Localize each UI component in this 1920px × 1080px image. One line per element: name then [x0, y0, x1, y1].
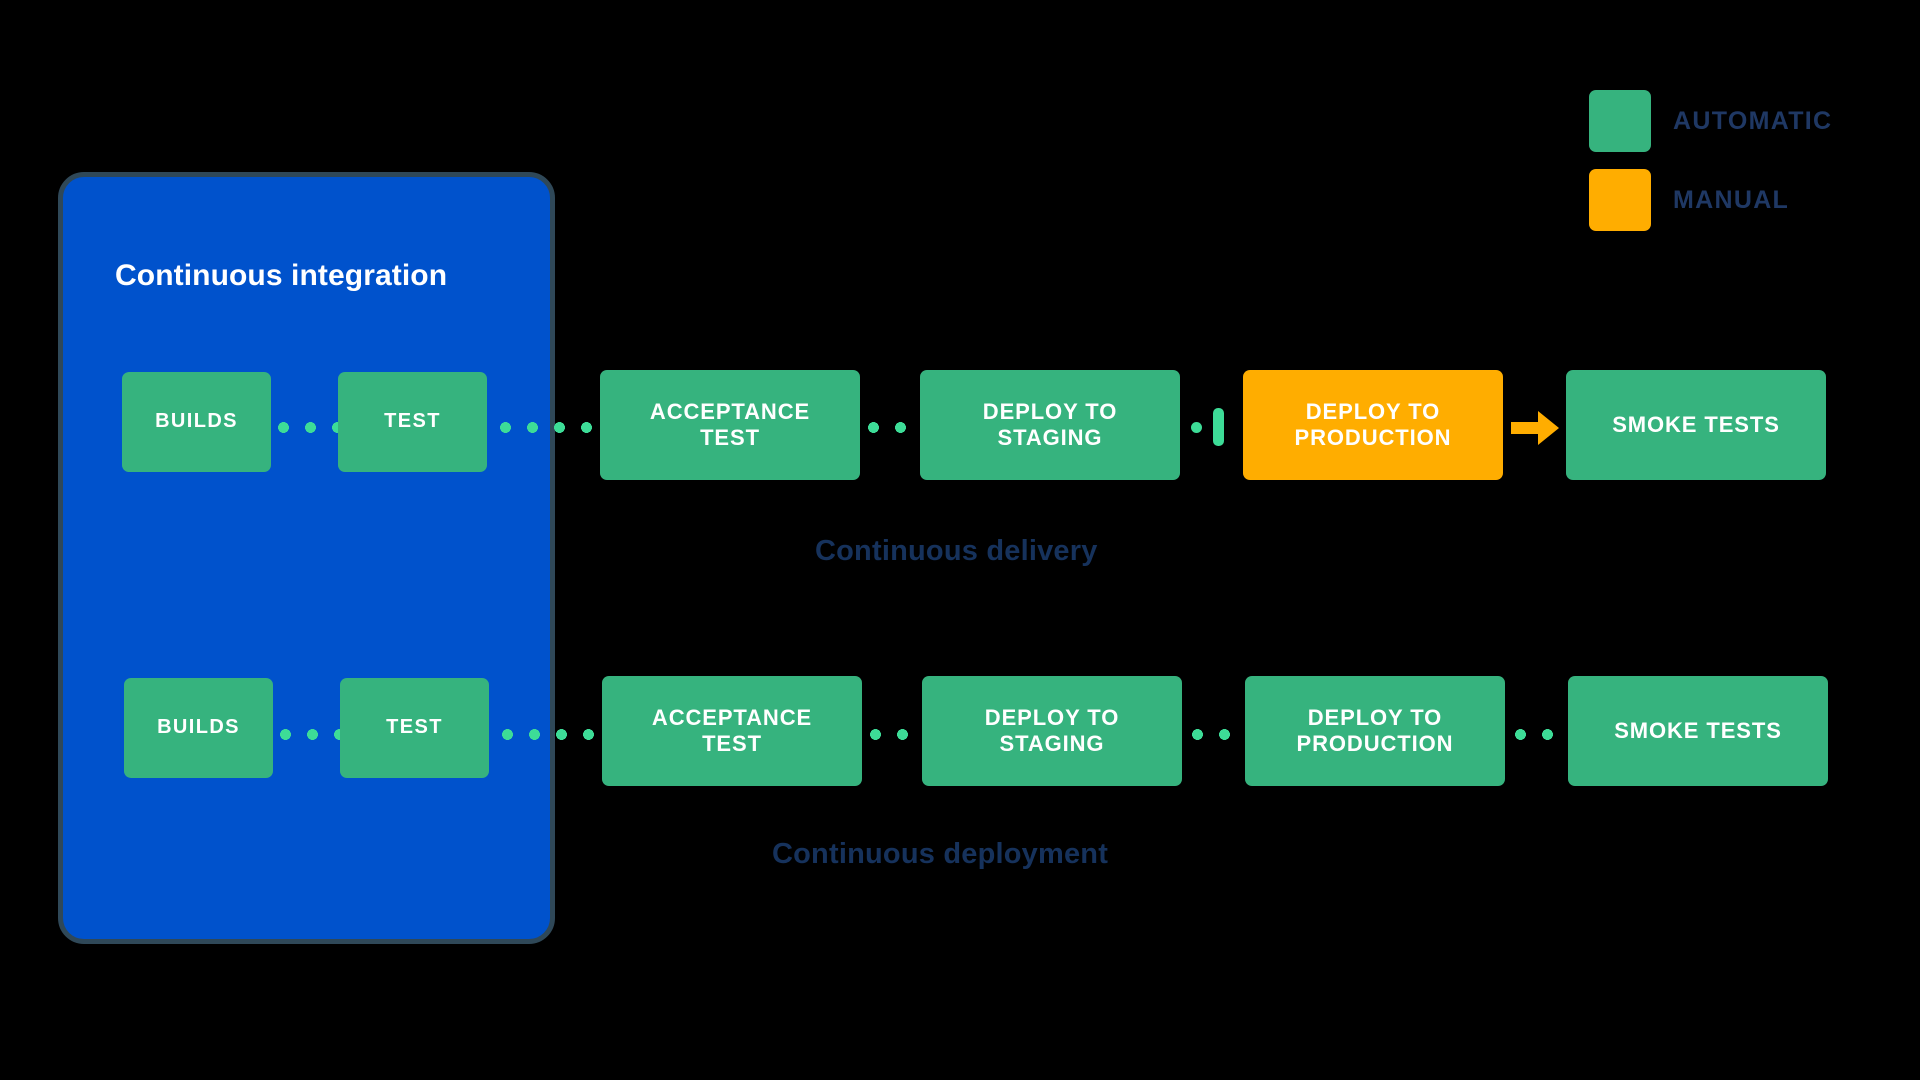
connector-staging-to-production-bar — [1213, 408, 1224, 446]
green-square-icon — [1589, 90, 1651, 152]
stage-deploy-to-staging-deployment[interactable]: DEPLOY TO STAGING — [922, 676, 1182, 786]
stage-label-line2: PRODUCTION — [1296, 731, 1454, 756]
stage-label: ACCEPTANCE TEST — [652, 705, 812, 757]
legend-item-manual: MANUAL — [1589, 169, 1832, 231]
stage-label-line1: DEPLOY TO — [984, 705, 1120, 731]
stage-label-line2: STAGING — [997, 425, 1103, 450]
arrow-production-to-smoke-tests — [1511, 411, 1559, 445]
stage-label-line1: DEPLOY TO — [1305, 399, 1441, 425]
connector-builds-to-test-delivery — [278, 422, 338, 433]
node-test-delivery[interactable]: TEST — [338, 372, 487, 472]
stage-label: DEPLOY TO STAGING — [983, 399, 1117, 451]
continuous-integration-panel: Continuous integration — [58, 172, 555, 944]
stage-smoke-tests-delivery[interactable]: SMOKE TESTS — [1566, 370, 1826, 480]
node-label: BUILDS — [155, 410, 238, 433]
caption-continuous-deployment: Continuous deployment — [772, 838, 1109, 870]
stage-label-line1: ACCEPTANCE — [649, 399, 811, 425]
connector-staging-to-production-dot — [1191, 422, 1202, 433]
stage-label: DEPLOY TO STAGING — [985, 705, 1119, 757]
stage-smoke-tests-deployment[interactable]: SMOKE TESTS — [1568, 676, 1828, 786]
legend-item-label: MANUAL — [1673, 185, 1790, 214]
stage-label-line2: TEST — [700, 425, 760, 450]
connector-acceptance-to-staging-delivery — [868, 422, 944, 433]
node-label: BUILDS — [157, 716, 240, 739]
stage-label-line1: DEPLOY TO — [982, 399, 1118, 425]
legend-item-automatic: AUTOMATIC — [1589, 90, 1832, 152]
connector-test-to-acceptance-deployment — [502, 729, 602, 740]
stage-label-line2: TEST — [702, 731, 762, 756]
stage-deploy-to-production-delivery[interactable]: DEPLOY TO PRODUCTION — [1243, 370, 1503, 480]
stage-label-line1: ACCEPTANCE — [651, 705, 813, 731]
legend-item-label: AUTOMATIC — [1673, 106, 1833, 135]
orange-square-icon — [1589, 169, 1651, 231]
stage-acceptance-test-delivery[interactable]: ACCEPTANCE TEST — [600, 370, 860, 480]
stage-label: SMOKE TESTS — [1614, 718, 1782, 744]
stage-label: SMOKE TESTS — [1612, 412, 1780, 438]
stage-acceptance-test-deployment[interactable]: ACCEPTANCE TEST — [602, 676, 862, 786]
stage-label-line1: DEPLOY TO — [1307, 705, 1443, 731]
connector-acceptance-to-staging-deployment — [870, 729, 946, 740]
node-label: TEST — [386, 716, 443, 739]
stage-label: ACCEPTANCE TEST — [650, 399, 810, 451]
connector-staging-to-production-deployment — [1192, 729, 1268, 740]
connector-production-to-smoke-deployment — [1515, 729, 1591, 740]
stage-deploy-to-production-deployment[interactable]: DEPLOY TO PRODUCTION — [1245, 676, 1505, 786]
caption-continuous-delivery: Continuous delivery — [815, 535, 1098, 567]
ci-panel-title: Continuous integration — [115, 259, 448, 292]
stage-label: DEPLOY TO PRODUCTION — [1297, 705, 1454, 757]
connector-builds-to-test-deployment — [280, 729, 340, 740]
node-builds-deployment[interactable]: BUILDS — [124, 678, 273, 778]
stage-label: DEPLOY TO PRODUCTION — [1295, 399, 1452, 451]
legend: AUTOMATIC MANUAL — [1589, 90, 1832, 248]
node-builds-delivery[interactable]: BUILDS — [122, 372, 271, 472]
stage-label-line2: PRODUCTION — [1294, 425, 1452, 450]
node-label: TEST — [384, 410, 441, 433]
connector-test-to-acceptance-delivery — [500, 422, 600, 433]
stage-deploy-to-staging-delivery[interactable]: DEPLOY TO STAGING — [920, 370, 1180, 480]
stage-label-line2: STAGING — [999, 731, 1105, 756]
node-test-deployment[interactable]: TEST — [340, 678, 489, 778]
